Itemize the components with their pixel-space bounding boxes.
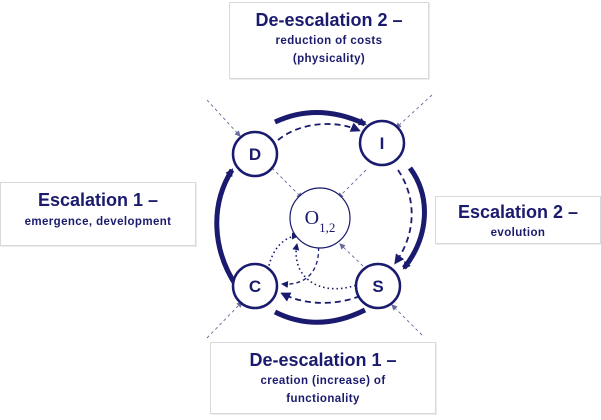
deescalation-1-line1: creation (increase) of [260, 375, 386, 387]
center-main-text: O [305, 207, 319, 229]
center-node: O1,2 [289, 187, 351, 249]
dotted-arrow-s-to-center [292, 243, 365, 290]
guide-arrow-bottom-right [391, 304, 423, 336]
escalation-2-title: Escalation 2 – [457, 202, 579, 222]
deescalation-2-line1: reduction of costs [275, 35, 383, 47]
escalation-1-arc [214, 168, 240, 289]
node-i: I [358, 119, 406, 167]
svg-text:S: S [372, 277, 383, 296]
dotted-arrow-c-to-center [267, 232, 299, 271]
deescalation-1-line2: functionality [286, 393, 360, 405]
deescalation-2-title: De-escalation 2 – [255, 10, 403, 30]
escalation-1-title: Escalation 1 – [37, 190, 159, 210]
escalation-1-line1: emergence, development [24, 216, 172, 228]
node-c: C [231, 262, 279, 310]
dashed-arrow-d-to-i [277, 122, 361, 141]
guide-arrow-top-left [206, 99, 241, 137]
svg-text:D: D [249, 145, 261, 164]
deescalation-2-label: De-escalation 2 – reduction of costs (ph… [229, 2, 429, 79]
deescalation-1-title: De-escalation 1 – [249, 350, 397, 370]
escalation-2-label: Escalation 2 – evolution [435, 196, 601, 244]
svg-text:I: I [380, 134, 385, 153]
dashed-arrow-i-to-s [394, 169, 413, 265]
deescalation-2-line2: (physicality) [292, 53, 366, 65]
guide-arrow-d-to-center [271, 167, 303, 199]
node-d: D [231, 130, 279, 178]
escalation-2-line1: evolution [490, 227, 546, 239]
center-subscript: 1,2 [319, 220, 335, 235]
guide-arrow-s-to-center [339, 243, 364, 267]
deescalation-1-arc [273, 307, 367, 325]
guide-arrow-top-right [395, 94, 433, 129]
guide-arrow-bottom-left [206, 301, 243, 339]
node-s: S [354, 262, 402, 310]
escalation-2-arc [402, 166, 427, 270]
guide-arrow-i-to-center [337, 169, 367, 199]
svg-text:C: C [249, 277, 261, 296]
svg-text:O1,2: O1,2 [305, 207, 336, 235]
deescalation-2-arc [273, 110, 367, 127]
escalation-1-label: Escalation 1 – emergence, development [0, 182, 196, 246]
deescalation-1-label: De-escalation 1 – creation (increase) of… [210, 342, 436, 414]
dashed-arrow-s-to-c [280, 292, 361, 304]
